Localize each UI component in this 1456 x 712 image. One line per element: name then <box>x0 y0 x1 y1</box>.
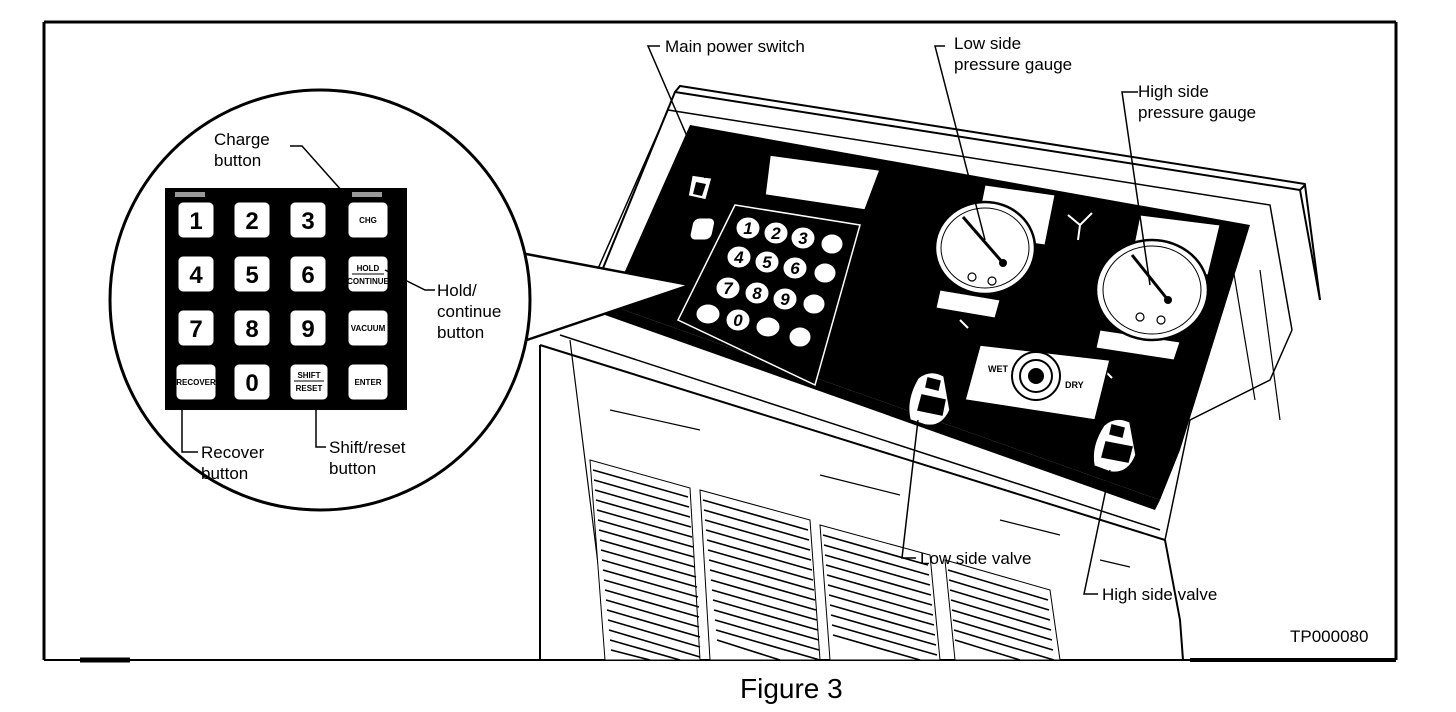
panel-keypad: 1 2 3 4 5 6 7 8 9 0 <box>676 204 861 387</box>
recover-callout-line2: button <box>201 464 248 483</box>
high-side-pressure-gauge <box>1094 214 1221 361</box>
high-side-gauge-label-line1: High side <box>1138 82 1209 101</box>
shift-button-label: SHIFT <box>297 371 320 380</box>
key-3[interactable] <box>289 201 327 239</box>
figure-caption: Figure 3 <box>740 673 843 704</box>
key-3-label: 3 <box>301 208 314 235</box>
callout-labels: Main power switch Low side pressure gaug… <box>201 34 1256 604</box>
main-power-switch-label: Main power switch <box>665 37 805 56</box>
charge-button[interactable] <box>347 201 389 239</box>
selector-wet-label: WET <box>988 364 1008 374</box>
high-side-gauge-label-line2: pressure gauge <box>1138 103 1256 122</box>
shift-callout-line2: button <box>329 459 376 478</box>
enter-button[interactable] <box>347 363 389 401</box>
vacuum-button[interactable] <box>347 309 389 347</box>
panel-keys <box>695 216 844 348</box>
recover-callout-line1: Recover <box>201 443 265 462</box>
key-2-label: 2 <box>245 208 258 235</box>
display-screen <box>764 154 882 211</box>
key-7-label: 7 <box>189 316 202 343</box>
key-6-label: 6 <box>301 262 314 289</box>
panel-lower-edge <box>605 305 1160 510</box>
figure-code: TP000080 <box>1290 627 1368 646</box>
magnifier-pointer <box>504 248 695 347</box>
panel-key-1: 1 <box>743 219 752 238</box>
shift-callout-line1: Shift/reset <box>329 438 406 457</box>
panel-key-7: 7 <box>723 279 734 298</box>
selector-dry-label: DRY <box>1065 380 1084 390</box>
figure-frame <box>42 20 1398 663</box>
key-1[interactable] <box>177 201 215 239</box>
panel-key-3: 3 <box>798 229 808 248</box>
low-side-valve-label: Low side valve <box>920 549 1032 568</box>
key-4[interactable] <box>177 255 215 293</box>
shift-reset-button[interactable] <box>289 363 329 401</box>
hold-callout-line1: Hold/ <box>437 281 477 300</box>
magnifier-gap <box>500 252 514 344</box>
recover-button[interactable] <box>175 363 217 401</box>
reset-button-label: RESET <box>296 384 323 393</box>
panel-key-9: 9 <box>780 290 790 309</box>
key-9[interactable] <box>289 309 327 347</box>
recover-button-label: RECOVER <box>176 378 216 387</box>
panel-key-2: 2 <box>770 224 781 243</box>
magnified-keypad: 1 2 3 CHG 4 5 6 HOLD CONTINUE 7 8 9 VACU… <box>165 188 407 410</box>
enter-button-label: ENTER <box>354 378 381 387</box>
continue-button-label: CONTINUE <box>347 277 389 286</box>
key-0[interactable] <box>233 363 271 401</box>
key-0-label: 0 <box>245 370 258 397</box>
charge-callout-line1: Charge <box>214 130 270 149</box>
charge-callout-line2: button <box>214 151 261 170</box>
callout-leaders <box>181 45 1151 595</box>
hold-button-label: HOLD <box>357 264 380 273</box>
key-9-label: 9 <box>301 316 314 343</box>
key-4-label: 4 <box>189 262 203 289</box>
wet-dry-selector[interactable]: WET DRY <box>964 344 1111 421</box>
key-5[interactable] <box>233 255 271 293</box>
hold-callout-line2: continue <box>437 302 501 321</box>
recovery-machine-illustration <box>539 84 1321 661</box>
key-8[interactable] <box>233 309 271 347</box>
low-side-gauge-label-line1: Low side <box>954 34 1021 53</box>
key-7[interactable] <box>177 309 215 347</box>
vent-slats <box>592 469 1055 661</box>
high-side-valve-label: High side valve <box>1102 585 1217 604</box>
low-side-gauge-label-line2: pressure gauge <box>954 55 1072 74</box>
panel-key-5: 5 <box>762 253 772 272</box>
key-2[interactable] <box>233 201 271 239</box>
key-5-label: 5 <box>245 262 258 289</box>
panel-key-6: 6 <box>790 259 800 278</box>
panel-key-labels: 1 2 3 4 5 6 7 8 9 0 <box>723 219 808 330</box>
panel-key-4: 4 <box>733 248 744 267</box>
charge-button-label: CHG <box>359 216 377 225</box>
panel-key-0: 0 <box>733 311 743 330</box>
key-8-label: 8 <box>245 316 258 343</box>
low-side-valve[interactable] <box>907 371 951 427</box>
key-6[interactable] <box>289 255 327 293</box>
vacuum-button-label: VACUUM <box>351 324 386 333</box>
high-side-valve[interactable] <box>1092 418 1137 474</box>
panel-key-8: 8 <box>752 284 762 303</box>
low-side-pressure-gauge <box>933 184 1056 319</box>
key-1-label: 1 <box>189 208 202 235</box>
hold-callout-line3: button <box>437 323 484 342</box>
